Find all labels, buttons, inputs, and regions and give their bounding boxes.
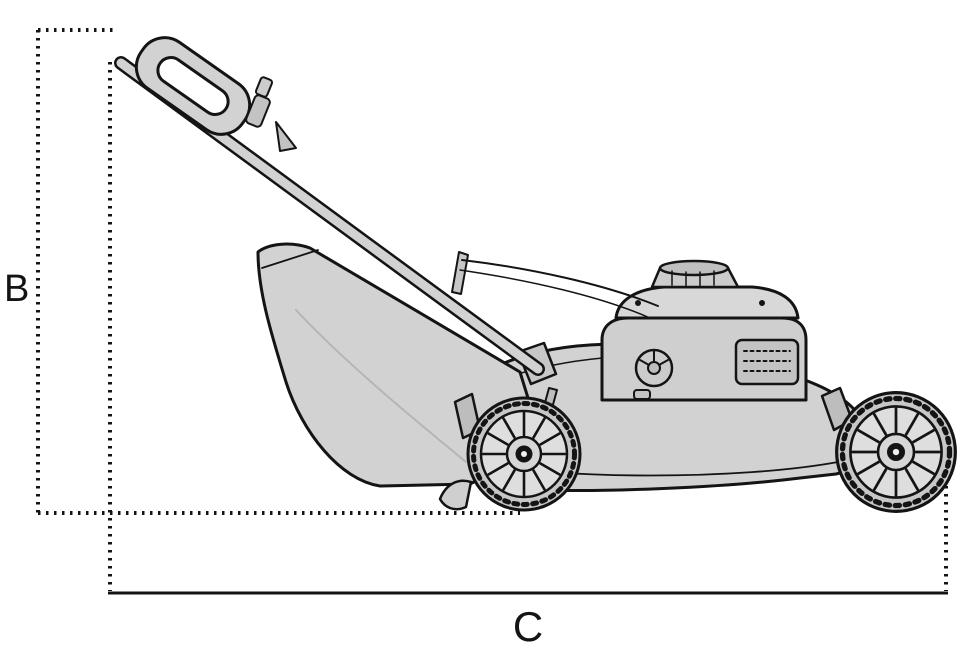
brake-cable (459, 269, 651, 319)
dimension-b-label: B (4, 268, 29, 310)
front-wheel (468, 398, 580, 510)
dimension-c-label: C (513, 603, 543, 650)
front-step (438, 479, 473, 511)
dimension-line-b (36, 28, 520, 515)
mower-handle (114, 36, 659, 376)
dimension-line-c (108, 62, 948, 595)
handle-grip (134, 36, 252, 136)
rear-wheel (837, 393, 956, 512)
throttle-cable (461, 259, 659, 307)
lawn-mower-illustration (114, 36, 956, 512)
handle-clamp (245, 76, 297, 152)
bag-fold-line (261, 249, 319, 269)
bag-crease-line (295, 309, 467, 463)
starter-rope-handle (633, 389, 651, 400)
bail-lever (451, 251, 659, 319)
mower-engine (600, 259, 808, 402)
